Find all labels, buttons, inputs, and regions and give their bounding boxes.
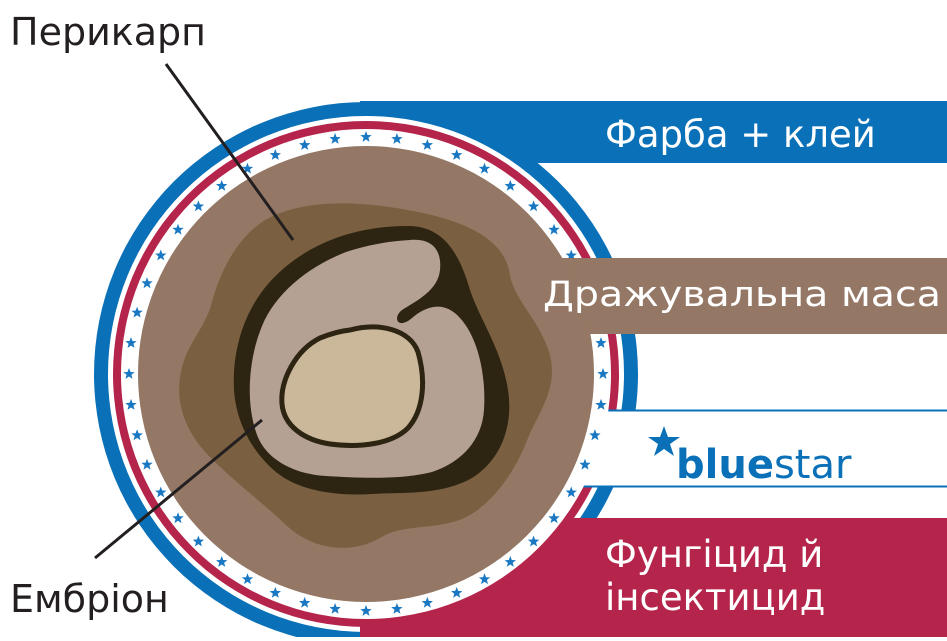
logo-text-star: star [774,442,852,488]
logo-text-blue: blue [676,442,774,488]
paint-glue-label: Фарба + клей [605,113,876,156]
logo-text: bluestar [676,442,852,488]
fungicide-label-line1: Фунгіцид й [605,533,823,576]
embryo-label: Ембріон [10,577,169,621]
pericarp-label: Перикарп [10,10,206,54]
coating-mass-label: Дражувальна маса [543,275,941,315]
fungicide-label-line2: інсектицид [605,576,825,619]
